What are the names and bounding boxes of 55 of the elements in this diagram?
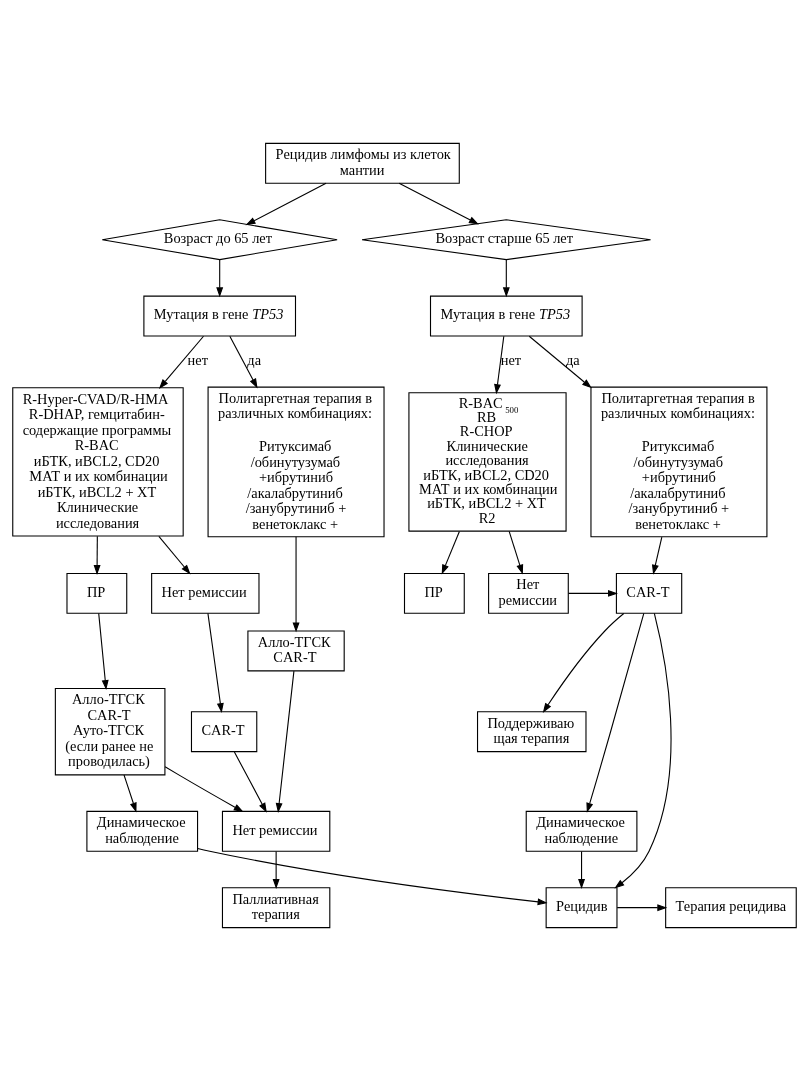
node-box: Мутация в гене TP53: [429, 295, 583, 337]
node-box: Поддерживаю щая терапия: [477, 711, 587, 753]
node-box: Политаргетная терапия в различных комбинациях: Ритуксимаб /обинутузумаб +ибрутиниб /акалабрутиниб /занубрутиниб + венетоклакс +: [207, 386, 385, 538]
node-box: Нет ремиссии: [221, 810, 331, 852]
arrow: [229, 335, 258, 389]
node-box: Алло-ТГСК CAR-T: [247, 630, 345, 672]
node-box: Терапия рецидива: [665, 887, 797, 929]
node-box: Нет ремиссии: [151, 572, 260, 614]
arrow: [164, 766, 244, 813]
arrow: [528, 335, 592, 389]
node-box: Паллиативная терапия: [221, 887, 331, 929]
arrow: [93, 535, 101, 575]
arrow: [98, 612, 109, 690]
arrow: [651, 536, 663, 575]
edge-label: да: [566, 352, 580, 369]
arrow: [614, 612, 672, 889]
arrow: [292, 536, 300, 633]
node-box: Рецидив: [545, 887, 618, 929]
arrow: [586, 612, 645, 813]
edge-label: нет: [187, 352, 208, 369]
node-box: R-Hyper-CVAD/R-HMA R-DHAP, гемцитабин-содержащие программы R-BAC иБТК, иBCL2, CD20 МАТ и их комбинации иБТК, иBCL2 + ХТ Клинические исследования: [12, 387, 184, 537]
node-box: Политаргетная терапия в различных комбинациях: Ритуксимаб /обинутузумаб +ибрутиниб /акалабрутиниб /занубрутиниб + венетоклакс +: [590, 386, 768, 538]
arrow: [616, 904, 668, 912]
arrow: [398, 182, 479, 225]
node-box: ПР: [403, 572, 465, 614]
arrow: [508, 530, 524, 575]
arrow: [542, 613, 625, 713]
node-box: Рецидив лимфомы из клеток мантии: [265, 142, 460, 184]
node-box: R-BAC$_{500}$ RB R-CHOP Клинические исследования иБТК, иBCL2, CD20 МАТ и их комбинации иБТК, иBCL2 + ХТ R2: [408, 392, 567, 532]
node-box: Мутация в гене TP53: [143, 295, 297, 337]
node-box: ПР: [66, 572, 128, 614]
arrow: [233, 751, 267, 813]
arrow: [123, 774, 137, 813]
node-diamond: Возраст старше 65 лет: [361, 219, 652, 261]
arrow: [502, 259, 510, 298]
arrow: [275, 670, 295, 813]
arrow: [494, 335, 505, 395]
arrow: [578, 850, 586, 889]
edge-label: нет: [500, 352, 522, 369]
arrow: [158, 335, 205, 389]
node-box: Алло-ТГСК CAR-T Ауто-ТГСК (если ранее не проводилась): [54, 688, 166, 776]
node-box: CAR-T: [615, 572, 683, 614]
arrow: [245, 182, 327, 226]
arrow: [272, 850, 280, 889]
arrow: [158, 535, 191, 575]
node-box: CAR-T: [190, 711, 258, 753]
arrow: [216, 259, 224, 298]
arrow: [197, 847, 548, 906]
arrow: [441, 530, 460, 575]
node-box: Динамическое наблюдение: [86, 810, 199, 852]
node-box: Динамическое наблюдение: [525, 810, 638, 852]
node-box: Нет ремиссии: [488, 572, 569, 614]
arrow: [207, 612, 224, 714]
edge-label: да: [247, 352, 262, 369]
arrow: [567, 589, 618, 597]
